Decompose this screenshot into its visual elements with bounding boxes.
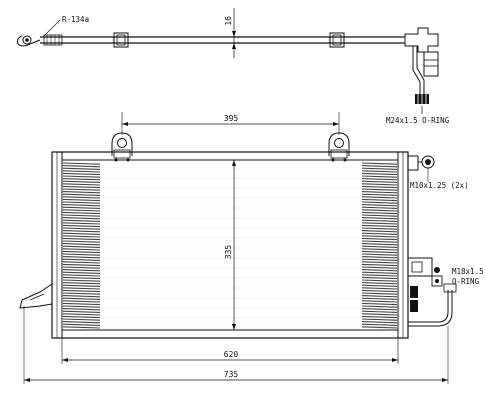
core-width-arrow-right — [392, 358, 398, 362]
core-height-dimension: 335 — [224, 245, 233, 260]
top-connector-label: M24x1.5 O-RING — [386, 116, 450, 125]
pipe-thickness-arrow-bottom — [232, 43, 236, 49]
condenser-fins-left — [62, 162, 101, 329]
core-width-dimension: 620 — [224, 350, 239, 359]
core-height-arrow-bottom — [232, 324, 236, 330]
mount-spacing-arrow-left — [122, 122, 128, 126]
core-height-arrow-top — [232, 160, 236, 166]
condenser-fins-right — [361, 162, 398, 329]
side-fitting-lower-label-2: O-RING — [452, 277, 480, 286]
pipe-clamp-right — [329, 32, 345, 48]
refrigerant-leader — [43, 19, 61, 37]
side-fitting-upper — [407, 155, 435, 171]
overall-width-dimension: 735 — [224, 370, 239, 379]
mount-bracket-left — [111, 132, 133, 162]
pipe-clamp-left — [113, 32, 129, 48]
mount-bracket-right — [328, 132, 350, 162]
mount-spacing-arrow-right — [333, 122, 339, 126]
side-bracket-left — [19, 283, 53, 309]
mount-spacing-dimension: 395 — [224, 114, 239, 123]
overall-width-arrow-right — [442, 378, 448, 382]
pipe-left-port — [22, 35, 32, 45]
pipe-left-port-center — [25, 38, 29, 42]
pipe-thickness-arrow-top — [232, 31, 236, 37]
pipe-thickness-dimension: 16 — [224, 16, 233, 26]
overall-width-arrow-left — [24, 378, 30, 382]
side-fitting-upper-label: M10x1.25 (2x) — [410, 181, 469, 190]
side-fitting-lower — [407, 257, 457, 327]
pipe-left-fitting — [17, 35, 41, 47]
pipe-assembly-view: 16 M24x1.5 O-RING R-134a — [17, 8, 450, 125]
pipe-insulation-section — [43, 34, 63, 46]
side-fitting-lower-label-1: M18x1.5 — [452, 267, 484, 276]
condenser-tubes — [100, 167, 362, 329]
condenser-body — [51, 151, 409, 339]
refrigerant-label: R-134a — [62, 15, 89, 24]
pipe-right-fitting-block — [404, 27, 439, 104]
core-width-arrow-left — [62, 358, 68, 362]
